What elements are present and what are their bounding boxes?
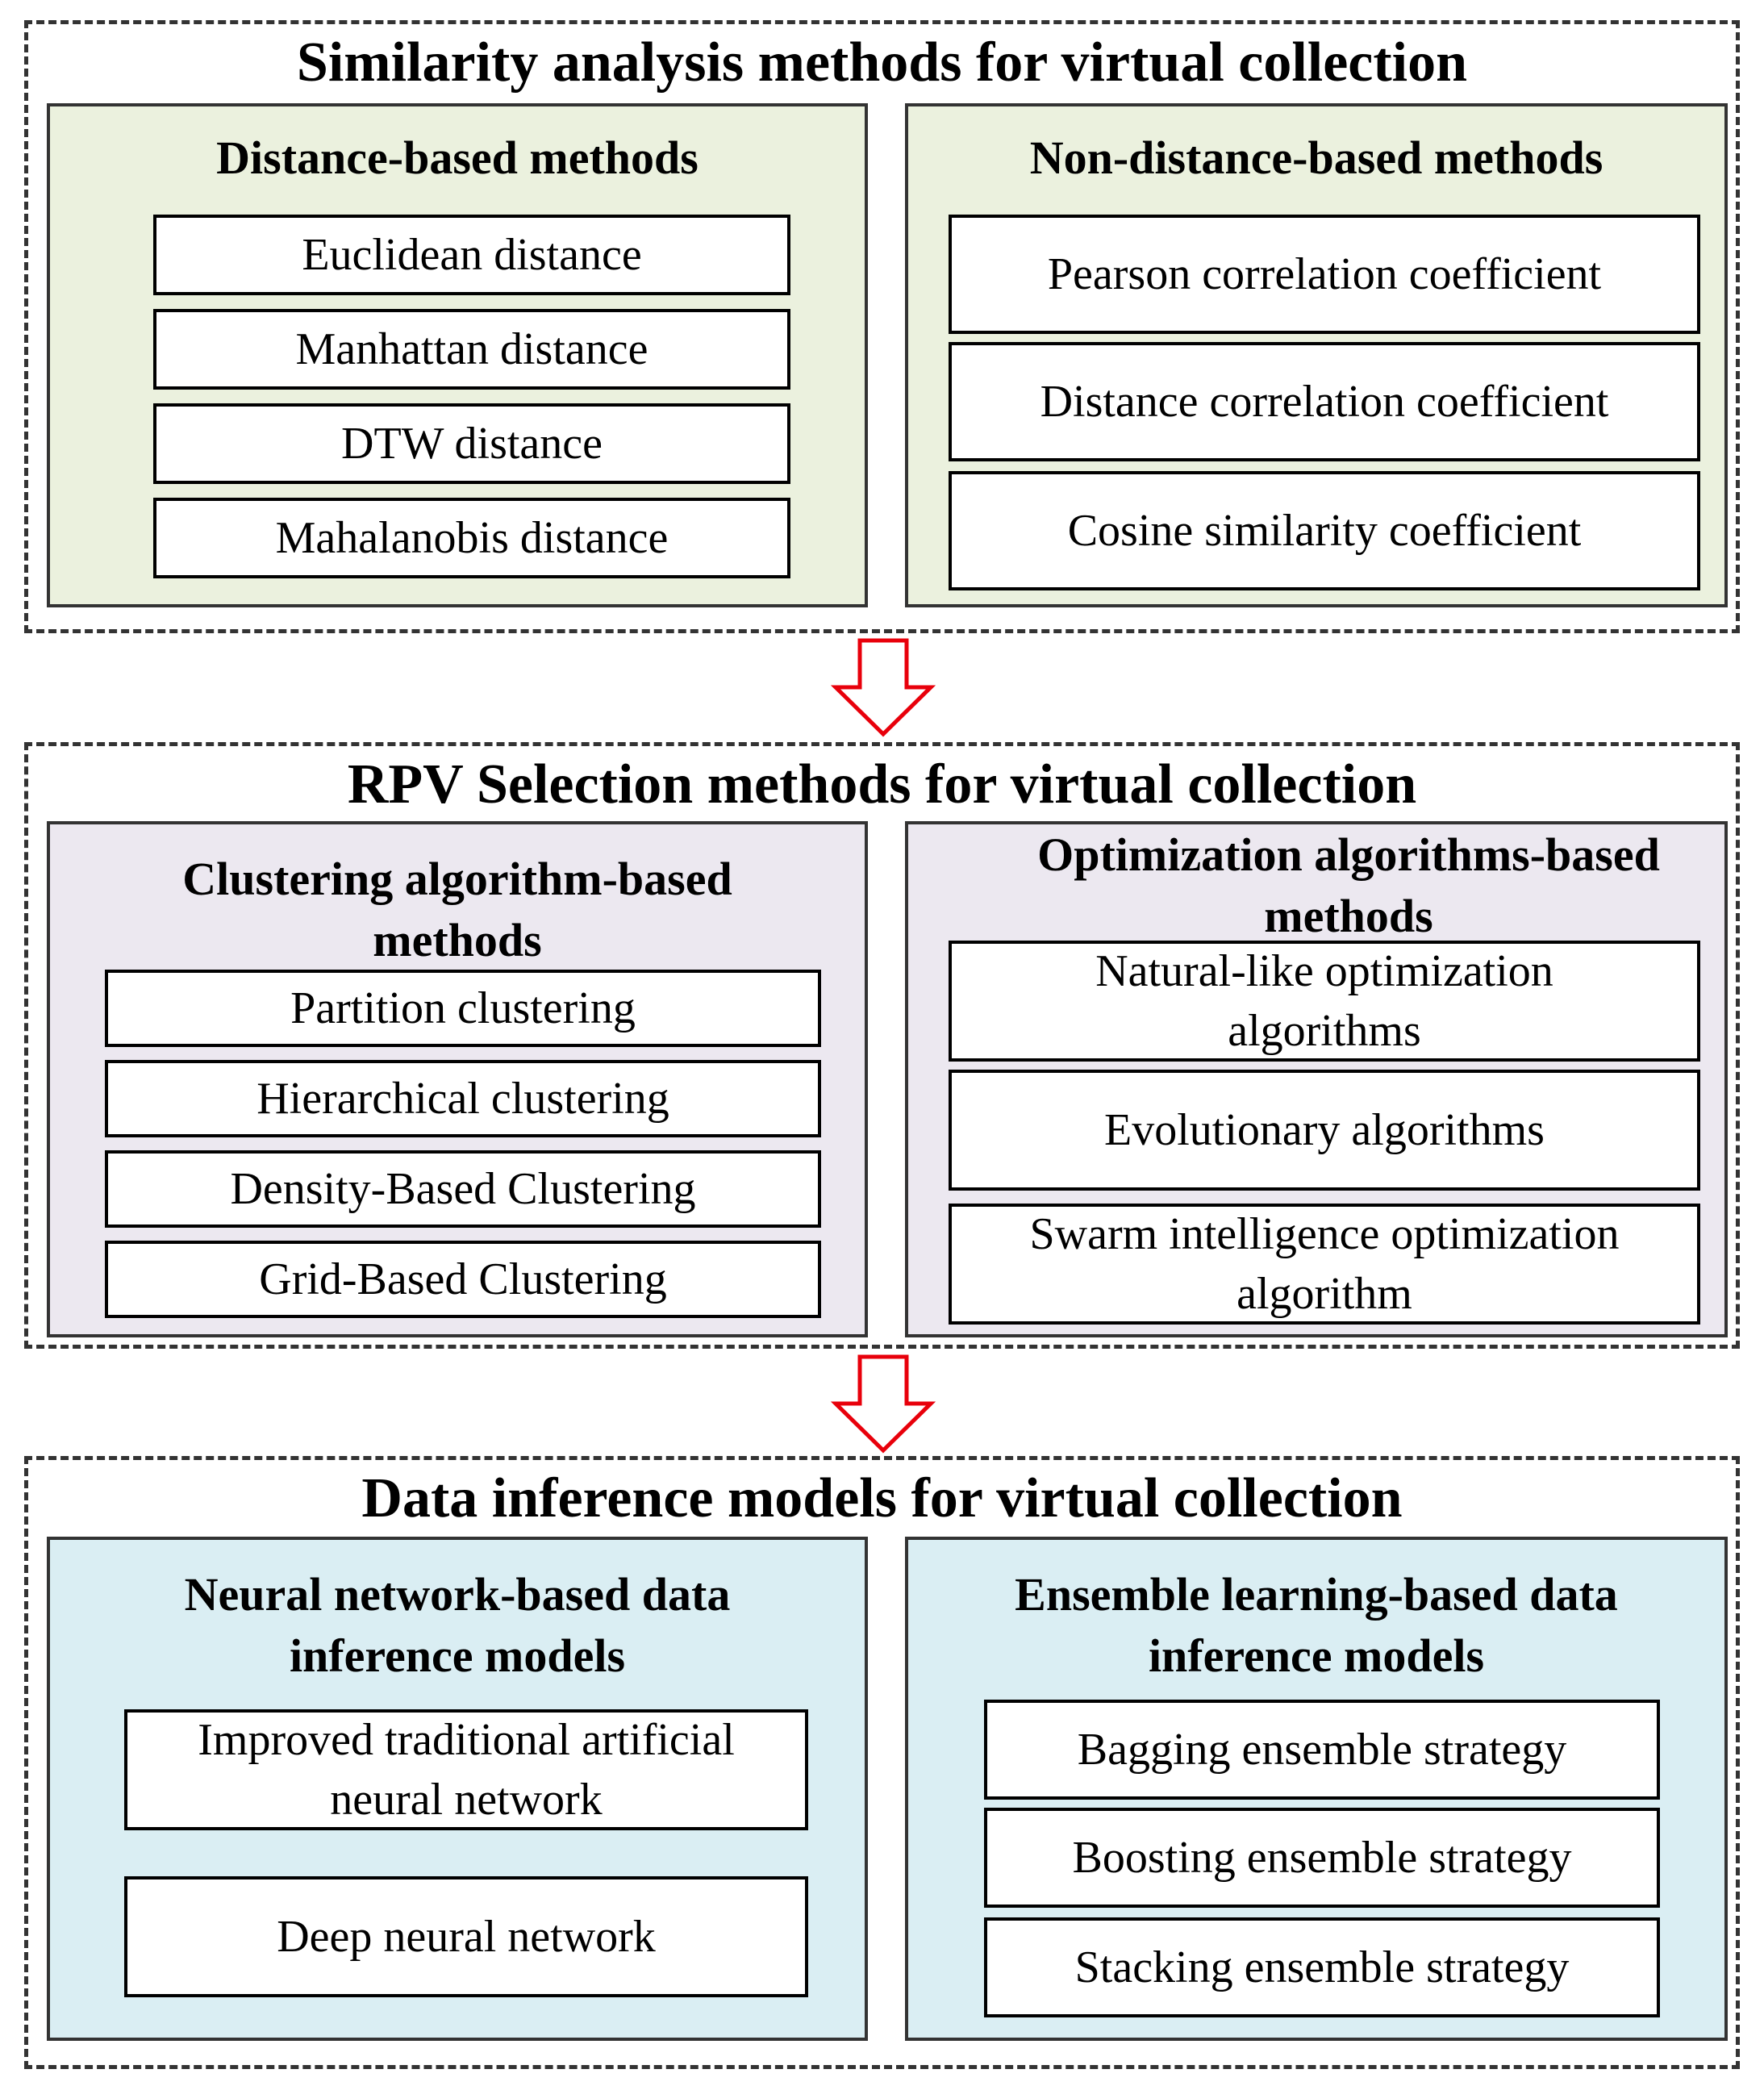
method-swarm-intelligence: Swarm intelligence optimization algorith… bbox=[949, 1204, 1700, 1325]
stage-rpv-selection: RPV Selection methods for virtual collec… bbox=[24, 742, 1740, 1349]
panel-non-distance-based: Non-distance-based methods Pearson corre… bbox=[905, 103, 1728, 607]
method-natural-like-optimization: Natural-like optimization algorithms bbox=[949, 941, 1700, 1062]
method-density-based-clustering: Density-Based Clustering bbox=[105, 1150, 821, 1228]
stage-title: RPV Selection methods for virtual collec… bbox=[347, 753, 1417, 816]
stage-similarity-analysis: Similarity analysis methods for virtual … bbox=[24, 20, 1740, 633]
down-arrow-icon bbox=[831, 638, 936, 737]
model-stacking-ensemble: Stacking ensemble strategy bbox=[984, 1917, 1660, 2017]
panel-title: Distance-based methods bbox=[216, 131, 699, 184]
method-hierarchical-clustering: Hierarchical clustering bbox=[105, 1060, 821, 1137]
panel-optimization-based: Optimization algorithms-based methods Na… bbox=[905, 821, 1728, 1337]
panel-clustering-based: Clustering algorithm-based methods Parti… bbox=[47, 821, 868, 1337]
panel-neural-network-based: Neural network-based data inference mode… bbox=[47, 1537, 868, 2041]
model-bagging-ensemble: Bagging ensemble strategy bbox=[984, 1700, 1660, 1800]
panel-title: Neural network-based data inference mode… bbox=[184, 1568, 731, 1682]
method-partition-clustering: Partition clustering bbox=[105, 970, 821, 1047]
method-pearson-correlation: Pearson correlation coefficient bbox=[949, 215, 1700, 334]
method-manhattan-distance: Manhattan distance bbox=[153, 309, 790, 390]
model-deep-neural-network: Deep neural network bbox=[124, 1876, 808, 1997]
model-boosting-ensemble: Boosting ensemble strategy bbox=[984, 1808, 1660, 1908]
down-arrow-icon bbox=[831, 1354, 936, 1454]
panel-title: Optimization algorithms-based methods bbox=[1037, 828, 1660, 942]
panel-distance-based: Distance-based methods Euclidean distanc… bbox=[47, 103, 868, 607]
stage-title: Similarity analysis methods for virtual … bbox=[296, 31, 1468, 94]
panel-title: Ensemble learning-based data inference m… bbox=[1015, 1568, 1618, 1682]
method-mahalanobis-distance: Mahalanobis distance bbox=[153, 498, 790, 578]
stage-title: Data inference models for virtual collec… bbox=[361, 1467, 1403, 1529]
method-cosine-similarity: Cosine similarity coefficient bbox=[949, 471, 1700, 590]
method-dtw-distance: DTW distance bbox=[153, 403, 790, 484]
panel-ensemble-learning-based: Ensemble learning-based data inference m… bbox=[905, 1537, 1728, 2041]
method-grid-based-clustering: Grid-Based Clustering bbox=[105, 1241, 821, 1318]
model-improved-traditional-ann: Improved traditional artificial neural n… bbox=[124, 1709, 808, 1830]
method-euclidean-distance: Euclidean distance bbox=[153, 215, 790, 295]
panel-title: Non-distance-based methods bbox=[1029, 131, 1603, 184]
method-distance-correlation: Distance correlation coefficient bbox=[949, 342, 1700, 461]
panel-title: Clustering algorithm-based methods bbox=[182, 853, 732, 966]
method-evolutionary-algorithms: Evolutionary algorithms bbox=[949, 1070, 1700, 1191]
stage-data-inference: Data inference models for virtual collec… bbox=[24, 1456, 1740, 2069]
